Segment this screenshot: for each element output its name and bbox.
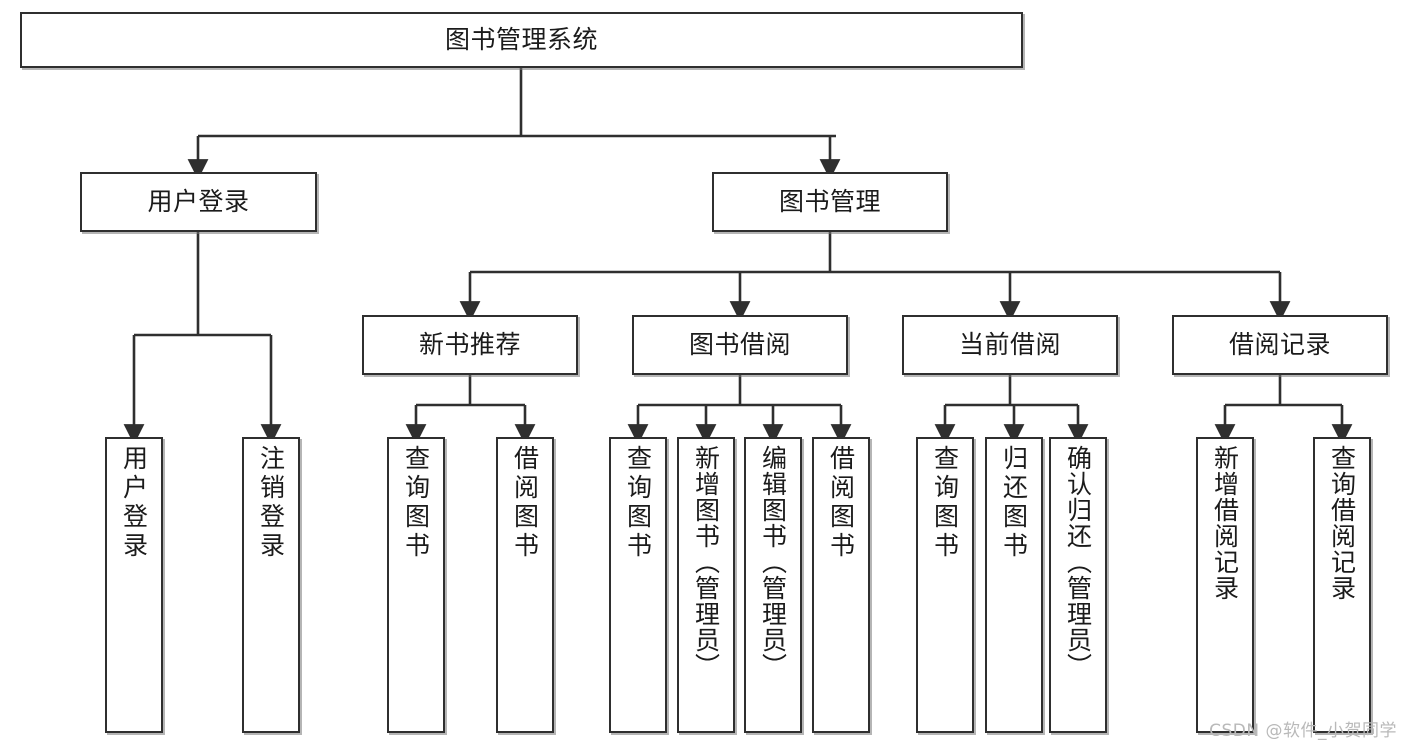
leaf-add-book-admin[interactable]: 新增图书（管理员） — [677, 437, 735, 733]
node-label: 归还图书 — [999, 445, 1029, 561]
node-label: 借阅记录 — [1228, 329, 1331, 359]
node-label: 当前借阅 — [958, 329, 1061, 359]
node-label: 新增图书（管理员） — [691, 445, 721, 679]
node-label: 查询图书 — [930, 445, 960, 561]
node-borrow-record[interactable]: 借阅记录 — [1172, 315, 1388, 375]
node-label: 新增借阅记录 — [1210, 445, 1240, 601]
node-label: 查询借阅记录 — [1327, 445, 1357, 601]
node-label: 查询图书 — [623, 445, 653, 561]
node-label: 图书借阅 — [688, 329, 791, 359]
node-label: 确认归还（管理员） — [1063, 445, 1093, 679]
node-root-system[interactable]: 图书管理系统 — [20, 12, 1023, 68]
node-book-borrow[interactable]: 图书借阅 — [632, 315, 848, 375]
leaf-borrow-book-new-recommend[interactable]: 借阅图书 — [496, 437, 554, 733]
leaf-query-book-new-recommend[interactable]: 查询图书 — [387, 437, 445, 733]
leaf-borrow-book-borrow[interactable]: 借阅图书 — [812, 437, 870, 733]
node-label: 注销登录 — [256, 445, 286, 561]
node-label: 借阅图书 — [510, 445, 540, 561]
node-label: 图书管理系统 — [444, 24, 598, 54]
node-current-borrow[interactable]: 当前借阅 — [902, 315, 1118, 375]
node-label: 用户登录 — [147, 186, 250, 216]
node-label: 新书推荐 — [418, 329, 521, 359]
node-new-book-recommend[interactable]: 新书推荐 — [362, 315, 578, 375]
leaf-user-login[interactable]: 用户登录 — [105, 437, 163, 733]
node-label: 编辑图书（管理员） — [758, 445, 788, 679]
leaf-confirm-return-admin[interactable]: 确认归还（管理员） — [1049, 437, 1107, 733]
leaf-query-borrow-record[interactable]: 查询借阅记录 — [1313, 437, 1371, 733]
csdn-watermark: CSDN @软件_小贺同学 — [1209, 721, 1397, 741]
node-user-login[interactable]: 用户登录 — [80, 172, 317, 232]
node-label: 查询图书 — [401, 445, 431, 561]
leaf-query-book-borrow[interactable]: 查询图书 — [609, 437, 667, 733]
leaf-query-book-current[interactable]: 查询图书 — [916, 437, 974, 733]
leaf-logout-login[interactable]: 注销登录 — [242, 437, 300, 733]
leaf-add-borrow-record[interactable]: 新增借阅记录 — [1196, 437, 1254, 733]
node-book-management[interactable]: 图书管理 — [712, 172, 948, 232]
node-label: 借阅图书 — [826, 445, 856, 561]
node-label: 图书管理 — [778, 186, 881, 216]
node-label: 用户登录 — [119, 445, 149, 561]
leaf-return-book[interactable]: 归还图书 — [985, 437, 1043, 733]
leaf-edit-book-admin[interactable]: 编辑图书（管理员） — [744, 437, 802, 733]
